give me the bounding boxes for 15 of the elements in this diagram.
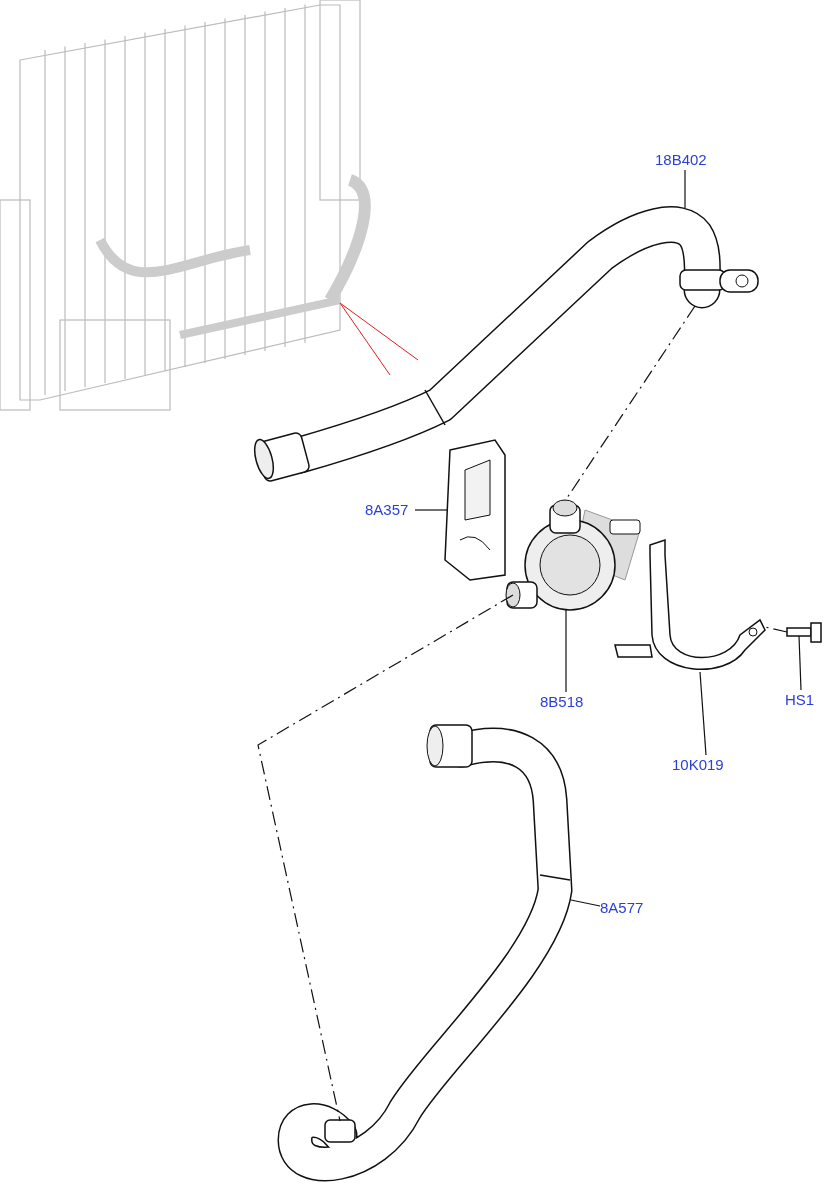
leader-line bbox=[798, 635, 802, 691]
assembly-line bbox=[257, 594, 514, 1122]
leader-line bbox=[684, 169, 686, 209]
leader-line bbox=[565, 608, 567, 693]
callout-number: 18B402 bbox=[655, 150, 715, 170]
callout-number: 8A357 bbox=[365, 500, 415, 520]
callout-number: 8A577 bbox=[600, 898, 652, 918]
leader-line bbox=[570, 899, 601, 907]
leader-line bbox=[414, 509, 448, 511]
callout-number: 10K019 bbox=[672, 755, 740, 775]
assembly-line bbox=[764, 626, 788, 633]
leader-line bbox=[699, 671, 707, 756]
callout-number: 8B518 bbox=[540, 692, 592, 712]
bolt-drawing bbox=[785, 620, 823, 646]
callout-number: HS1 bbox=[785, 690, 817, 710]
